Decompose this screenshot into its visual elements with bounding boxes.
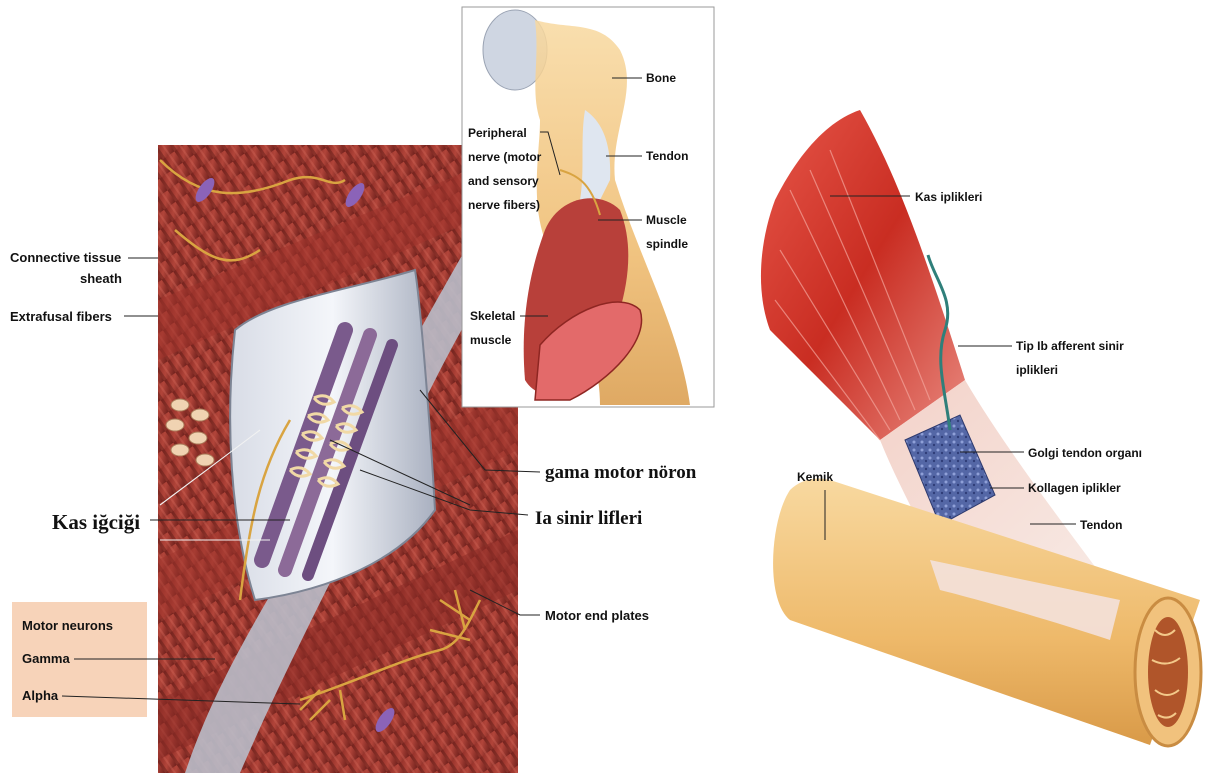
inset-label-muscle-spindle-2: spindle bbox=[646, 237, 688, 251]
label-gama-motor-noron: gama motor nöron bbox=[545, 462, 697, 483]
label-kas-igcigi: Kas iğciği bbox=[52, 510, 140, 534]
label-tip-ib-2: iplikleri bbox=[1016, 363, 1058, 377]
label-motor-end-plates: Motor end plates bbox=[545, 608, 649, 623]
inset-label-muscle-spindle-1: Muscle bbox=[646, 213, 687, 227]
label-kollagen: Kollagen iplikler bbox=[1028, 481, 1121, 495]
inset-label-peripheral-2: nerve (motor bbox=[468, 150, 542, 164]
label-tip-ib-1: Tip Ib afferent sinir bbox=[1016, 339, 1124, 353]
inset-label-tendon: Tendon bbox=[646, 149, 688, 163]
inset-panel: Bone Tendon Peripheral nerve (motor and … bbox=[462, 7, 714, 407]
label-golgi-tendon-organ: Golgi tendon organı bbox=[1028, 446, 1142, 460]
label-connective-tissue: Connective tissue bbox=[10, 250, 121, 265]
label-connective-tissue-2: sheath bbox=[80, 271, 122, 286]
legend-alpha: Alpha bbox=[22, 688, 59, 703]
label-kemik: Kemik bbox=[797, 470, 833, 484]
inset-label-skeletal-2: muscle bbox=[470, 333, 512, 347]
label-kas-iplikleri: Kas iplikleri bbox=[915, 190, 982, 204]
label-extrafusal: Extrafusal fibers bbox=[10, 309, 112, 324]
inset-label-peripheral-3: and sensory bbox=[468, 174, 539, 188]
inset-label-skeletal-1: Skeletal bbox=[470, 309, 515, 323]
legend-gamma: Gamma bbox=[22, 651, 70, 666]
label-ia-sinir-lifleri: Ia sinir lifleri bbox=[535, 508, 642, 529]
right-illustration bbox=[761, 110, 1201, 746]
inset-label-peripheral-1: Peripheral bbox=[468, 126, 527, 140]
label-tendon: Tendon bbox=[1080, 518, 1122, 532]
legend-title: Motor neurons bbox=[22, 618, 113, 633]
inset-label-bone: Bone bbox=[646, 71, 676, 85]
inset-label-peripheral-4: nerve fibers) bbox=[468, 198, 540, 212]
